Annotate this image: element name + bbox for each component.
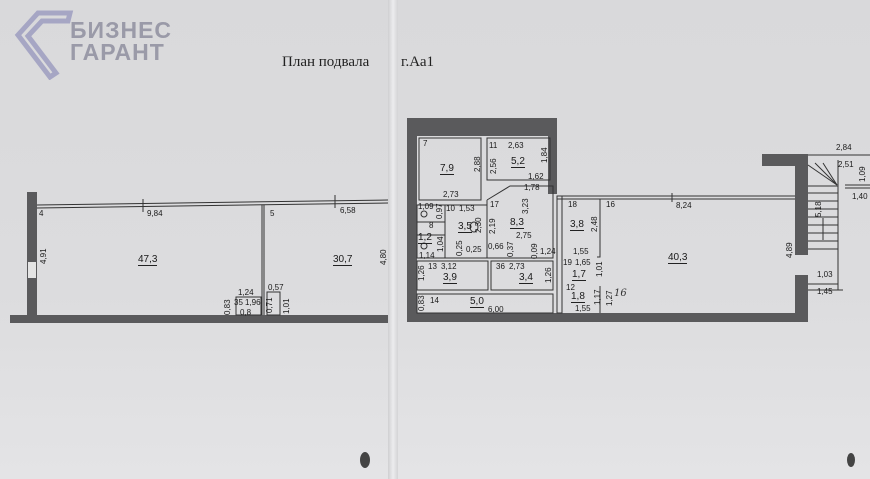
- dimension-label: 6,00: [488, 305, 504, 314]
- room-number: 4: [39, 209, 44, 218]
- room-area: 40,3: [668, 252, 688, 264]
- dimension-label: 3,12: [441, 262, 457, 271]
- dimension-label: 0,37: [506, 241, 515, 257]
- plan-title: План подвала: [282, 54, 370, 70]
- room-area: 7,9: [440, 163, 454, 175]
- dimension-label: 1,27: [605, 290, 614, 306]
- room-number: 13: [428, 262, 437, 271]
- dimension-label: 0,71: [265, 297, 274, 313]
- dimension-label: 2,88: [473, 156, 482, 172]
- room-number: 10: [446, 204, 455, 213]
- room-area: 5,2: [511, 156, 525, 168]
- dimension-label: 0,66: [488, 242, 504, 251]
- dimension-label: 1,53: [459, 204, 475, 213]
- dimension-label: 1,09: [418, 202, 434, 211]
- dimension-label: 0,25: [455, 240, 464, 256]
- dimension-label: 1,01: [595, 261, 604, 277]
- room-number: 14: [430, 296, 439, 305]
- dimension-label: 1,65: [575, 258, 591, 267]
- dimension-label: 1,01: [282, 298, 291, 314]
- dimension-label: 2,19: [488, 218, 497, 234]
- logo-line1: БИЗНЕС: [70, 17, 173, 43]
- dimension-label: 4,91: [39, 248, 48, 264]
- dimension-label: 1,62: [528, 172, 544, 181]
- room-number: 35: [234, 298, 243, 307]
- page-fold: [388, 0, 398, 479]
- room-area: 5,0: [470, 296, 484, 308]
- room-number: 17: [490, 200, 499, 209]
- room-number: 11: [489, 141, 498, 150]
- handwritten-note: 16: [614, 288, 627, 299]
- dimension-label: 2,73: [509, 262, 525, 271]
- dimension-label: 1,45: [817, 287, 833, 296]
- room-number: 12: [566, 283, 575, 292]
- dimension-label: 1,40: [852, 192, 868, 201]
- room-area: 1,8: [571, 291, 585, 303]
- dimension-label: 6,58: [340, 206, 356, 215]
- plan-title-building: г.Аа1: [401, 54, 435, 70]
- room-number: 5: [270, 209, 275, 218]
- diamond-logo-icon: [14, 10, 74, 81]
- room-area: 47,3: [138, 254, 158, 266]
- dimension-label: 0,83: [417, 295, 426, 311]
- dimension-label: 1,55: [575, 304, 591, 313]
- dimension-label: 4,89: [785, 242, 794, 258]
- room-area: 30,7: [333, 254, 353, 266]
- dimension-label: 1,96: [245, 298, 261, 307]
- dimension-label: 1,04: [436, 236, 445, 252]
- room-number: 19: [563, 258, 572, 267]
- room-number: 8: [429, 221, 434, 230]
- dimension-label: 2,48: [590, 216, 599, 232]
- logo: БИЗНЕС ГАРАНТ: [8, 5, 188, 81]
- room-number: 16: [606, 200, 615, 209]
- dimension-label: 1,26: [417, 265, 426, 281]
- room-area: 3,9: [443, 272, 457, 284]
- room-area: 8,3: [510, 217, 524, 229]
- dimension-label: 1,55: [573, 247, 589, 256]
- dimension-label: 8,24: [676, 201, 692, 210]
- room-number: 36: [496, 262, 505, 271]
- dimension-label: 0,57: [268, 283, 284, 292]
- dimension-label: 0,25: [466, 245, 482, 254]
- dimension-label: 1,17: [593, 289, 602, 305]
- dimension-label: 1,78: [524, 183, 540, 192]
- dimension-label: 1,09: [858, 166, 867, 182]
- dimension-label: 9,84: [147, 209, 163, 218]
- room-number: 7: [423, 139, 428, 148]
- dimension-label: 2,30: [474, 217, 483, 233]
- dimension-label: 1,03: [817, 270, 833, 279]
- dimension-label: 2,51: [838, 160, 854, 169]
- dimension-label: 2,73: [443, 190, 459, 199]
- room-area: 1,2: [418, 232, 432, 244]
- dimension-label: 0,8: [240, 308, 252, 317]
- dimension-label: 1,84: [540, 147, 549, 163]
- dimension-label: 0,09: [530, 243, 539, 259]
- room-area: 3,8: [570, 219, 584, 231]
- room-number: 18: [568, 200, 577, 209]
- dimension-label: 2,56: [489, 158, 498, 174]
- dimension-label: 2,75: [516, 231, 532, 240]
- room-area: 3,4: [519, 272, 533, 284]
- logo-line2: ГАРАНТ: [70, 39, 165, 65]
- dimension-label: 4,80: [379, 249, 388, 265]
- room-area: 1,7: [572, 269, 586, 281]
- dimension-label: 3,23: [521, 198, 530, 214]
- dimension-label: 1,14: [419, 251, 435, 260]
- room-area: 3,5: [458, 221, 472, 233]
- dimension-label: 1,26: [544, 267, 553, 283]
- dimension-label: 0,83: [223, 299, 232, 315]
- dimension-label: 1,24: [238, 288, 254, 297]
- dimension-label: 5,18: [814, 201, 823, 217]
- dimension-label: 0,97: [435, 203, 444, 219]
- dimension-label: 2,63: [508, 141, 524, 150]
- dimension-label: 1,24: [540, 247, 556, 256]
- dimension-label: 2,84: [836, 143, 852, 152]
